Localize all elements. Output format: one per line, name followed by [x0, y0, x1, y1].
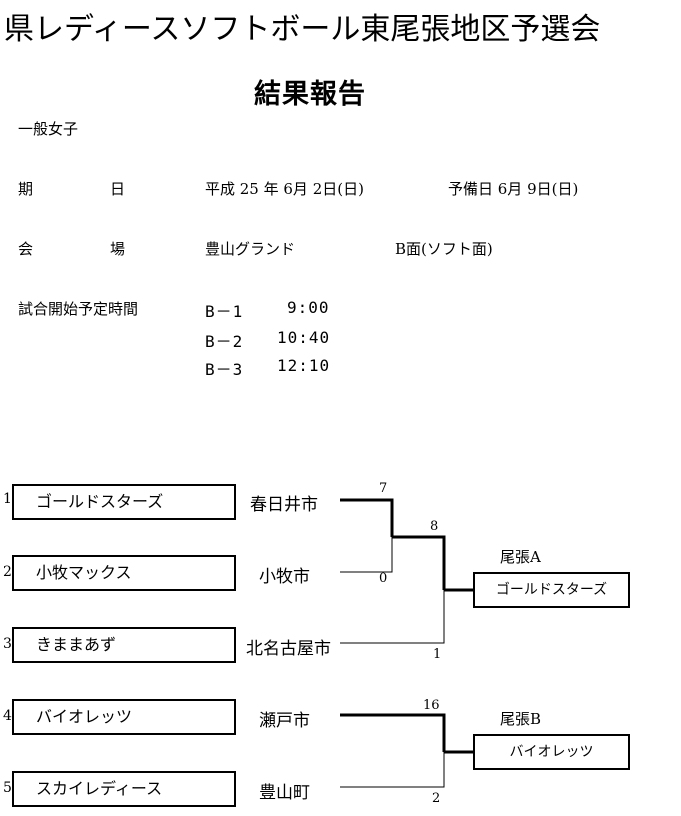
seed-number: 4	[3, 708, 12, 724]
schedule-time: 9:00	[287, 298, 330, 317]
score-label: 1	[433, 647, 442, 662]
team-box: 小牧マックス	[12, 555, 236, 591]
score-label: 2	[432, 791, 441, 806]
team-city: 春日井市	[250, 495, 318, 515]
team-city: 豊山町	[259, 783, 310, 803]
winner-box: バイオレッツ	[473, 734, 630, 770]
team-city: 北名古屋市	[246, 639, 331, 659]
team-city: 瀬戸市	[259, 711, 310, 731]
group-winner-label: 尾張B	[500, 710, 542, 728]
bracket-line	[340, 590, 445, 644]
date-label-part2: 日	[110, 180, 126, 198]
venue-value: 豊山グランド	[205, 240, 296, 258]
seed-number: 2	[3, 564, 12, 580]
seed-number: 1	[3, 491, 12, 507]
date-label-part1: 期	[18, 180, 34, 198]
winner-box: ゴールドスターズ	[473, 572, 630, 608]
schedule-time: 12:10	[277, 356, 331, 375]
venue-field: B面(ソフト面)	[395, 240, 493, 258]
venue-label-part2: 場	[110, 240, 126, 258]
score-label: 0	[379, 571, 388, 586]
bracket-line	[340, 498, 394, 537]
reserve-date-value: 予備日 6月 9日(日)	[448, 180, 579, 198]
seed-number: 5	[3, 780, 12, 796]
report-subtitle: 結果報告	[254, 79, 366, 110]
team-box: きままあず	[12, 627, 236, 663]
team-box: ゴールドスターズ	[12, 484, 236, 520]
team-box: スカイレディース	[12, 771, 236, 807]
division-label: 一般女子	[18, 120, 79, 138]
team-box: バイオレッツ	[12, 699, 236, 735]
bracket-line	[340, 752, 445, 788]
score-label: 16	[423, 698, 440, 713]
bracket-line	[392, 535, 446, 590]
venue-label-part1: 会	[18, 240, 34, 258]
team-city: 小牧市	[259, 567, 310, 587]
group-winner-label: 尾張A	[500, 548, 541, 566]
schedule-court: B－2	[205, 332, 244, 351]
score-label: 7	[379, 481, 388, 496]
schedule-court: B－3	[205, 360, 244, 379]
start-time-label: 試合開始予定時間	[18, 300, 139, 318]
bracket-line	[340, 537, 393, 573]
schedule-court: B－1	[205, 302, 244, 321]
bracket-line	[340, 713, 446, 752]
score-label: 8	[430, 519, 439, 534]
date-value: 平成 25 年 6月 2日(日)	[205, 180, 364, 198]
schedule-time: 10:40	[277, 328, 331, 347]
seed-number: 3	[3, 636, 12, 652]
page-title: 県レディースソフトボール東尾張地区予選会	[4, 12, 601, 47]
